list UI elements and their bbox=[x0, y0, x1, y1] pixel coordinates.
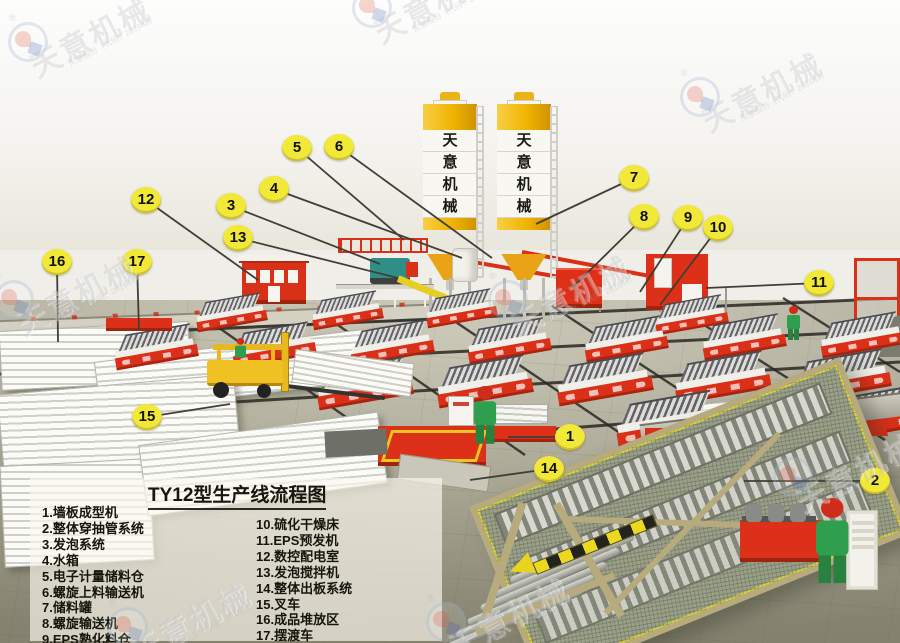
worker-figure bbox=[816, 498, 849, 583]
silo-char: 机 bbox=[497, 174, 551, 196]
callout-number-6: 6 bbox=[324, 134, 354, 160]
callout-number-5: 5 bbox=[282, 135, 312, 161]
forklift bbox=[205, 330, 415, 405]
silo-leg bbox=[523, 278, 526, 318]
silo-leg bbox=[503, 278, 506, 318]
platform-deck bbox=[336, 284, 434, 289]
legend-item: 2.整体穿抽管系统 bbox=[42, 520, 144, 536]
control-room-windows bbox=[246, 270, 302, 283]
legend-item: 4.水箱 bbox=[42, 552, 79, 568]
silo-cap bbox=[440, 92, 460, 102]
legend-item: 16.成品堆放区 bbox=[256, 612, 340, 628]
control-stand bbox=[448, 396, 474, 426]
forklift-wheel bbox=[213, 382, 229, 398]
silo-band bbox=[423, 104, 477, 130]
hydraulic-pump-unit bbox=[740, 504, 822, 562]
worker-helmet bbox=[236, 338, 245, 345]
silo-char: 意 bbox=[497, 152, 551, 174]
silo-body: 天 意 机 械 bbox=[423, 104, 477, 230]
platform-post bbox=[366, 253, 368, 307]
callout-number-3: 3 bbox=[216, 193, 246, 219]
legend-item: 3.发泡系统 bbox=[42, 536, 105, 552]
legend-item: 17.摆渡车 bbox=[256, 628, 314, 643]
control-room-roof bbox=[239, 255, 309, 263]
worker-legs bbox=[475, 425, 495, 444]
control-room-door bbox=[268, 286, 280, 302]
worker-body bbox=[474, 401, 497, 426]
callout-number-4: 4 bbox=[259, 176, 289, 202]
pump-motor bbox=[790, 504, 806, 522]
silo-char: 械 bbox=[423, 196, 477, 218]
legend-item: 7.储料罐 bbox=[42, 600, 92, 616]
silo-band bbox=[497, 218, 551, 230]
platform-post bbox=[340, 253, 342, 307]
callout-number-17: 17 bbox=[122, 249, 152, 275]
legend-item: 9.EPS熟化料仓 bbox=[42, 632, 131, 643]
pump-motor bbox=[746, 504, 762, 522]
silo-char: 天 bbox=[497, 130, 551, 152]
callout-number-14: 14 bbox=[534, 456, 564, 482]
callout-number-11: 11 bbox=[804, 270, 834, 296]
silo-char: 意 bbox=[423, 152, 477, 174]
mixer-motor bbox=[406, 262, 418, 277]
silo-ladder bbox=[550, 106, 558, 278]
silo-char: 械 bbox=[497, 196, 551, 218]
legend-title: TY12型生产线流程图 bbox=[148, 480, 327, 510]
silo-cap bbox=[514, 92, 534, 102]
callout-number-9: 9 bbox=[673, 205, 703, 231]
legend-item: 6.螺旋上料输送机 bbox=[42, 584, 144, 600]
silo-band bbox=[497, 104, 551, 130]
pre-expander-panel bbox=[654, 258, 672, 288]
callout-number-12: 12 bbox=[131, 187, 161, 213]
platform-post bbox=[424, 253, 426, 307]
worker-body bbox=[787, 315, 800, 329]
legend-item: 10.硫化干燥床 bbox=[256, 517, 340, 532]
forklift-wheel bbox=[257, 384, 271, 398]
transfer-cart bbox=[106, 318, 172, 331]
legend-item: 13.发泡搅拌机 bbox=[256, 564, 340, 580]
forklift-driver bbox=[235, 338, 247, 367]
callout-number-16: 16 bbox=[42, 249, 72, 275]
pump-motor bbox=[768, 504, 784, 522]
legend-item: 5.电子计量储料仓 bbox=[42, 568, 144, 584]
silo-char: 天 bbox=[423, 130, 477, 152]
silo-char: 机 bbox=[423, 174, 477, 196]
callout-number-10: 10 bbox=[703, 215, 733, 241]
silo-band bbox=[423, 218, 477, 230]
worker-body bbox=[816, 520, 849, 556]
legend-item: 15.叉车 bbox=[256, 596, 301, 612]
legend-item: 12.数控配电室 bbox=[256, 548, 340, 564]
callout-number-15: 15 bbox=[132, 404, 162, 430]
callout-number-1: 1 bbox=[555, 424, 585, 450]
legend-item: 1.墙板成型机 bbox=[42, 505, 118, 520]
callout-number-8: 8 bbox=[629, 204, 659, 230]
legend-item: 11.EPS预发机 bbox=[256, 532, 339, 548]
screw-conveyor-unit bbox=[556, 268, 602, 308]
callout-number-7: 7 bbox=[619, 165, 649, 191]
silo-leg bbox=[542, 278, 545, 318]
worker-helmet bbox=[821, 498, 844, 518]
worker-figure bbox=[474, 386, 497, 444]
worker-body bbox=[235, 345, 247, 358]
ramp-machine bbox=[324, 428, 388, 458]
worker-helmet bbox=[789, 306, 798, 314]
legend-item: 14.整体出板系统 bbox=[256, 580, 353, 596]
legend-item: 8.螺旋输送机 bbox=[42, 616, 118, 632]
worker-legs bbox=[788, 329, 799, 340]
silo-body: 天 意 机 械 bbox=[497, 104, 551, 230]
callout-number-13: 13 bbox=[223, 225, 253, 251]
worker-helmet bbox=[477, 386, 493, 400]
worker-legs bbox=[818, 555, 846, 583]
worker-figure bbox=[787, 306, 800, 340]
water-tank bbox=[452, 248, 478, 282]
callout-number-2: 2 bbox=[860, 468, 890, 494]
electrical-cabinet bbox=[846, 510, 878, 590]
platform-railing bbox=[338, 238, 428, 253]
